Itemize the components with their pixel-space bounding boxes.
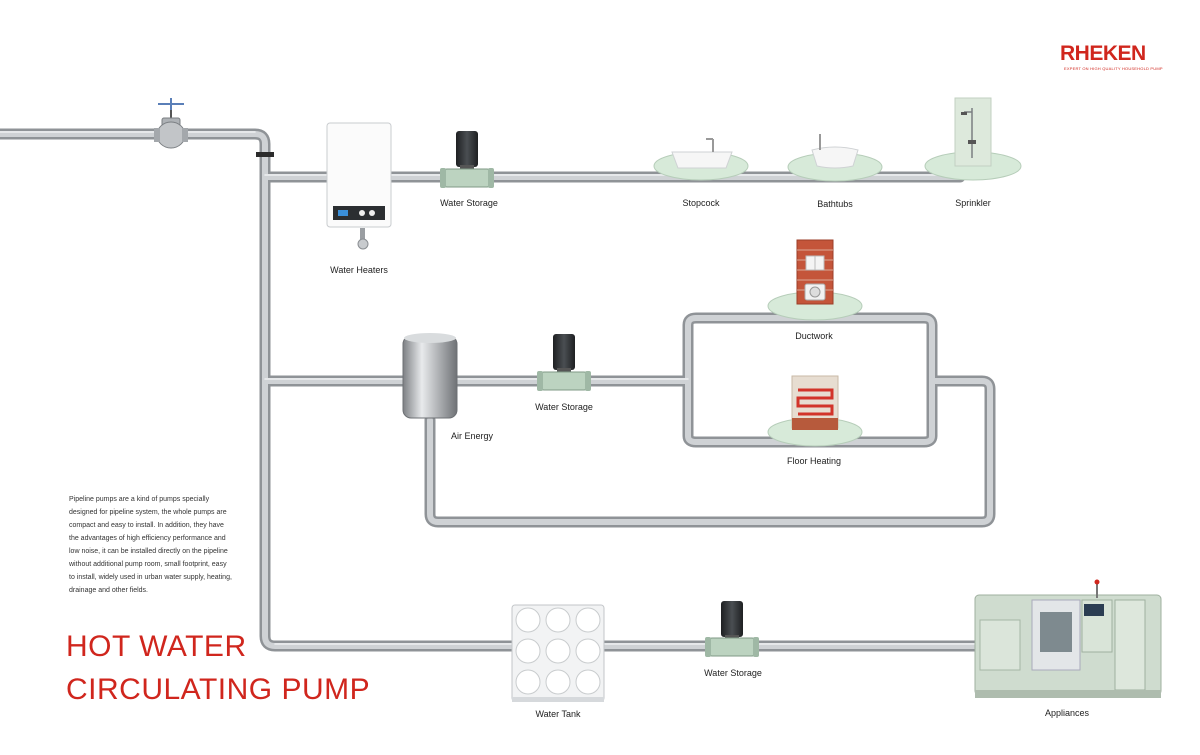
page-title-line1: HOT WATER — [66, 630, 247, 663]
label-water-storage-1: Water Storage — [440, 198, 498, 208]
label-water-storage-2: Water Storage — [535, 402, 593, 412]
floor-heating-icon — [767, 375, 863, 447]
label-air-energy: Air Energy — [450, 431, 494, 441]
label-water-heaters: Water Heaters — [330, 265, 388, 275]
ductwork-icon — [767, 239, 863, 321]
bathtub-icon — [787, 134, 883, 182]
shower-icon — [924, 97, 1022, 181]
label-water-tank: Water Tank — [535, 709, 581, 719]
label-water-storage-3: Water Storage — [704, 668, 762, 678]
pump-icon — [537, 334, 591, 391]
pump-icon — [705, 601, 759, 657]
appliance-machine-icon — [974, 579, 1162, 698]
label-appliances: Appliances — [1044, 708, 1090, 718]
brand-tagline: EXPERT ON HIGH QUALITY HOUSEHOLD PUMP — [1064, 66, 1163, 71]
brand-logo: RHEKEN — [1060, 42, 1146, 65]
label-floor-heating: Floor Heating — [786, 456, 842, 466]
air-energy-tank-icon — [402, 333, 458, 419]
label-sprinkler: Sprinkler — [955, 198, 991, 208]
water-heater-icon — [326, 122, 392, 250]
gate-valve-icon — [154, 98, 188, 149]
sink-icon — [653, 138, 749, 181]
description-text: Pipeline pumps are a kind of pumps speci… — [69, 496, 232, 594]
label-ductwork: Ductwork — [795, 331, 833, 341]
page-title-line2: CIRCULATING PUMP — [66, 673, 371, 706]
label-bathtubs: Bathtubs — [817, 199, 853, 209]
water-tank-icon — [511, 604, 605, 702]
label-stopcock: Stopcock — [682, 198, 720, 208]
pump-icon — [440, 131, 494, 188]
